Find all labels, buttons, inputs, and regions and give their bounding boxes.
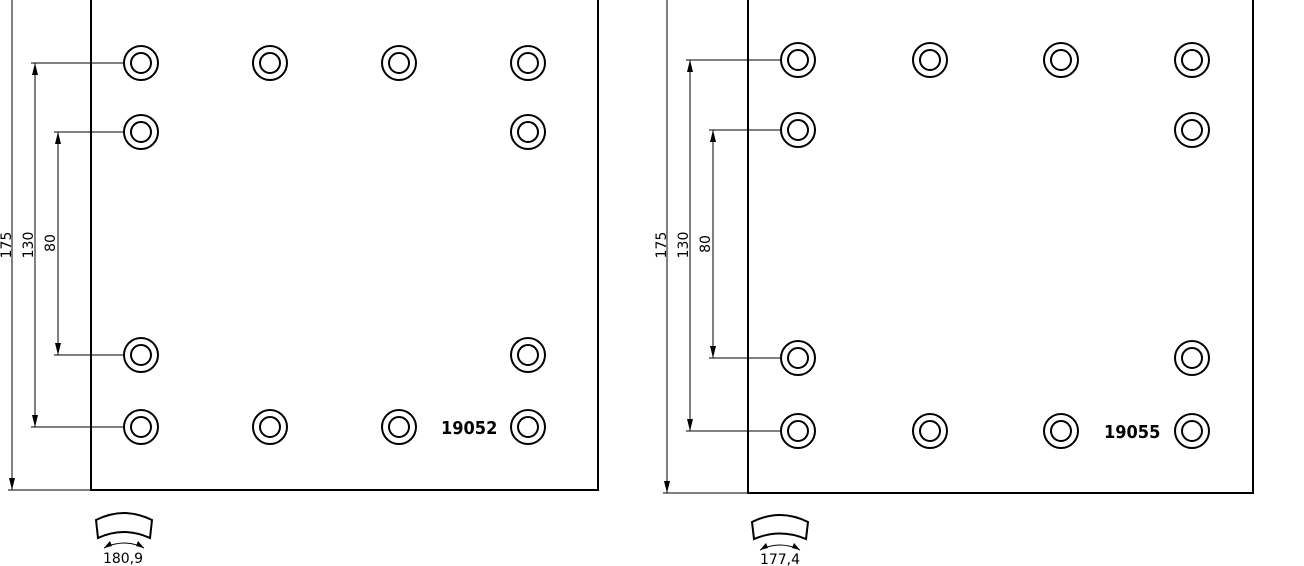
rivet-hole — [510, 114, 546, 150]
rivet-hole — [1043, 413, 1079, 449]
dim-label-130: 130 — [676, 232, 692, 259]
curvature-symbol-left: 180,9 — [94, 512, 154, 566]
rivet-hole — [780, 112, 816, 148]
plate-outline-right — [747, 0, 1254, 494]
rivet-hole — [780, 340, 816, 376]
plate-outline-left — [90, 0, 599, 491]
rivet-hole — [123, 409, 159, 445]
arc-radius-label-left: 180,9 — [103, 551, 143, 566]
rivet-hole — [510, 45, 546, 81]
rivet-hole — [510, 409, 546, 445]
arc-radius-label-right: 177,4 — [760, 552, 800, 566]
dimension-inner-spacing-left: 80 — [43, 131, 124, 356]
rivet-hole — [123, 45, 159, 81]
rivet-hole — [912, 42, 948, 78]
rivet-hole — [780, 413, 816, 449]
rivet-hole — [381, 409, 417, 445]
rivet-hole — [1174, 112, 1210, 148]
dim-label-175: 175 — [654, 232, 670, 259]
part-number-right: 19055 — [1104, 422, 1160, 443]
rivet-hole — [123, 337, 159, 373]
rivet-hole — [1174, 413, 1210, 449]
rivet-hole — [1174, 42, 1210, 78]
dimension-outer-spacing-right: 130 — [676, 59, 781, 432]
rivet-hole — [780, 42, 816, 78]
rivet-hole — [1043, 42, 1079, 78]
curvature-symbol-right: 177,4 — [750, 514, 810, 566]
rivet-hole — [510, 337, 546, 373]
dim-label-130: 130 — [21, 232, 37, 259]
drawing-left: 175 130 80 19052 180,9 — [0, 0, 599, 566]
dimension-overall-height-left: 175 — [0, 0, 91, 491]
dim-label-80: 80 — [43, 234, 59, 252]
rivet-hole — [1174, 340, 1210, 376]
part-number-left: 19052 — [441, 418, 497, 439]
dimension-inner-spacing-right: 80 — [698, 129, 781, 359]
dim-label-175: 175 — [0, 232, 15, 259]
rivet-hole — [381, 45, 417, 81]
rivet-hole — [123, 114, 159, 150]
drawing-right: 175 130 80 19055 177,4 — [654, 0, 1254, 566]
rivet-hole — [252, 409, 288, 445]
rivet-hole — [252, 45, 288, 81]
dimension-overall-height-right: 175 — [654, 0, 748, 494]
rivet-holes-right — [780, 42, 1210, 449]
rivet-hole — [912, 413, 948, 449]
dimension-outer-spacing-left: 130 — [21, 62, 124, 428]
rivet-holes-left — [123, 45, 546, 445]
dim-label-80: 80 — [698, 235, 714, 253]
